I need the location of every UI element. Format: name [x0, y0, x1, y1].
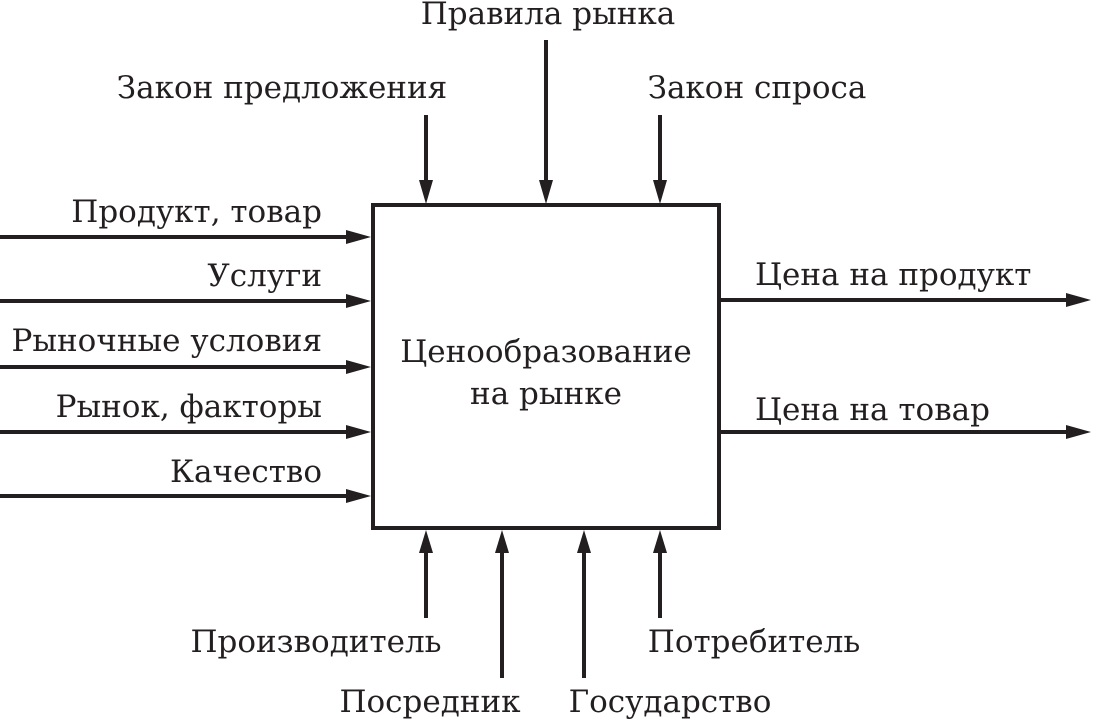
control-arrow: Закон предложения [117, 70, 447, 204]
mechanism-arrow: Посредник [339, 530, 521, 720]
arrowhead-right-icon [1066, 293, 1091, 307]
arrowhead-right-icon [346, 489, 371, 503]
mechanism-arrow: Производитель [190, 530, 442, 660]
arrowhead-down-icon [653, 180, 667, 204]
arrowhead-up-icon [577, 530, 591, 553]
process-box [371, 203, 721, 530]
arrowhead-up-icon [495, 530, 509, 553]
output-label: Цена на продукт [755, 257, 1031, 293]
output-label: Цена на товар [755, 392, 990, 428]
mechanism-label: Потребитель [648, 624, 860, 660]
control-arrow: Закон спроса [648, 70, 867, 204]
input-arrow: Качество [0, 454, 371, 503]
input-arrow: Продукт, товар [0, 194, 371, 244]
arrowhead-down-icon [419, 180, 433, 204]
input-label: Продукт, товар [71, 194, 322, 230]
input-label: Качество [170, 454, 322, 490]
control-label: Закон спроса [648, 70, 867, 106]
output-arrow: Цена на продукт [721, 257, 1091, 307]
control-label: Закон предложения [117, 70, 447, 106]
mechanism-label: Государство [569, 684, 772, 720]
input-arrow: Рынок, факторы [0, 389, 371, 439]
input-label: Рыночные условия [11, 323, 322, 359]
mechanism-label: Посредник [339, 684, 520, 720]
arrowhead-up-icon [653, 530, 667, 553]
arrowhead-up-icon [419, 530, 433, 553]
output-arrow: Цена на товар [721, 392, 1091, 439]
control-label: Правила рынка [421, 0, 676, 32]
mechanism-label: Производитель [190, 624, 441, 660]
process-title-line1: Ценообразование [400, 334, 692, 370]
arrowhead-right-icon [346, 360, 371, 374]
input-arrow: Услуги [0, 258, 371, 308]
arrowhead-right-icon [1066, 425, 1091, 439]
mechanism-arrow: Государство [569, 530, 772, 720]
arrowhead-down-icon [539, 180, 553, 204]
input-label: Услуги [207, 258, 322, 294]
arrowhead-right-icon [346, 294, 371, 308]
mechanism-arrow: Потребитель [648, 530, 860, 660]
control-arrow: Правила рынка [421, 0, 676, 204]
arrowhead-right-icon [346, 425, 371, 439]
input-label: Рынок, факторы [56, 389, 322, 425]
input-arrow: Рыночные условия [0, 323, 371, 374]
arrowhead-right-icon [346, 230, 371, 244]
process-title-line2: на рынке [470, 376, 622, 412]
